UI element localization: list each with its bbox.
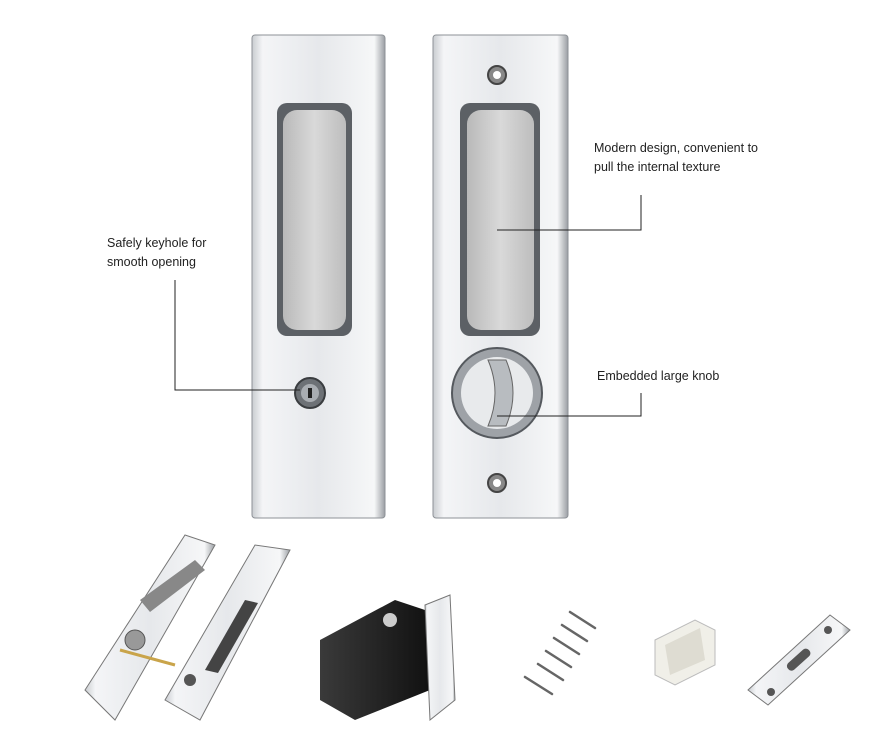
right-plate-knob-side xyxy=(432,34,569,519)
keyhole-annotation-line1: Safely keyhole for xyxy=(107,236,207,250)
keyhole-annotation: Safely keyhole for smooth opening xyxy=(107,234,206,272)
screws xyxy=(523,610,597,696)
knob-annotation: Embedded large knob xyxy=(597,367,719,386)
knob-icon xyxy=(451,347,543,439)
assembled-lock-set xyxy=(84,534,291,721)
keyhole-icon xyxy=(294,377,326,409)
texture-annotation-line1: Modern design, convenient to xyxy=(594,141,758,155)
strike-plate xyxy=(747,614,851,706)
texture-annotation: Modern design, convenient to pull the in… xyxy=(594,139,758,177)
left-plate-keyhole-side xyxy=(251,34,386,519)
keyhole-annotation-line2: smooth opening xyxy=(107,255,196,269)
knob-annotation-line1: Embedded large knob xyxy=(597,369,720,383)
callout-lines xyxy=(174,195,642,417)
plastic-cup xyxy=(654,619,716,686)
texture-annotation-line2: pull the internal texture xyxy=(594,160,721,174)
mortise-lock-body xyxy=(320,594,456,722)
